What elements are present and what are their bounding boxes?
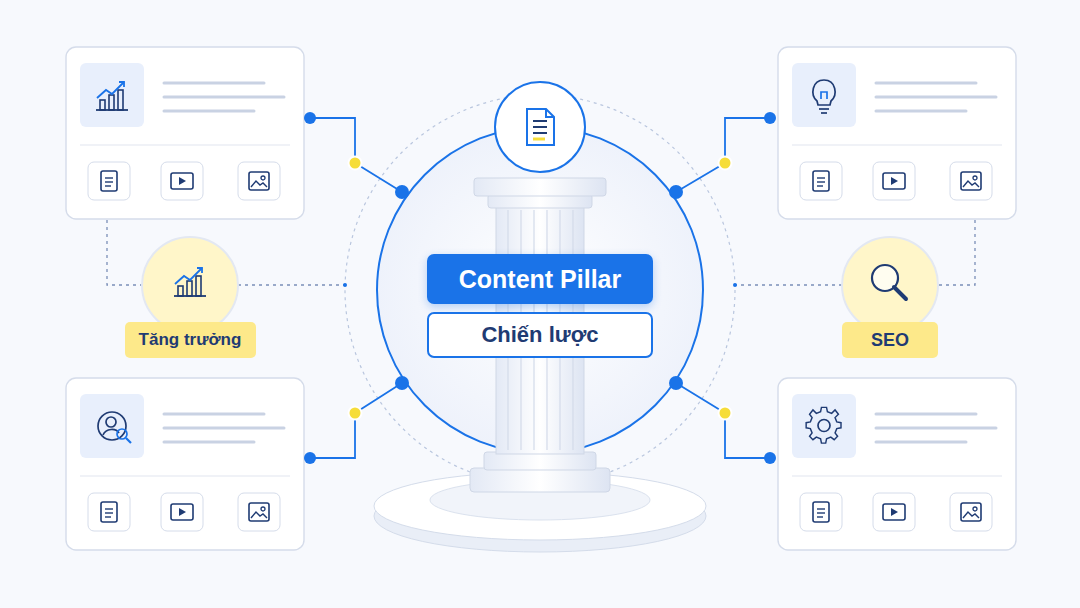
pillar-title-box: Content Pillar <box>427 254 653 304</box>
node-text: Tăng trưởng <box>139 330 242 350</box>
strategy-box: Chiến lược <box>427 312 653 358</box>
node-text: Chiến lược <box>481 322 598 348</box>
node-text: Content Pillar <box>459 265 622 294</box>
node-text: SEO <box>871 330 909 351</box>
seo-label: SEO <box>842 322 938 358</box>
growth-label: Tăng trưởng <box>125 322 256 358</box>
